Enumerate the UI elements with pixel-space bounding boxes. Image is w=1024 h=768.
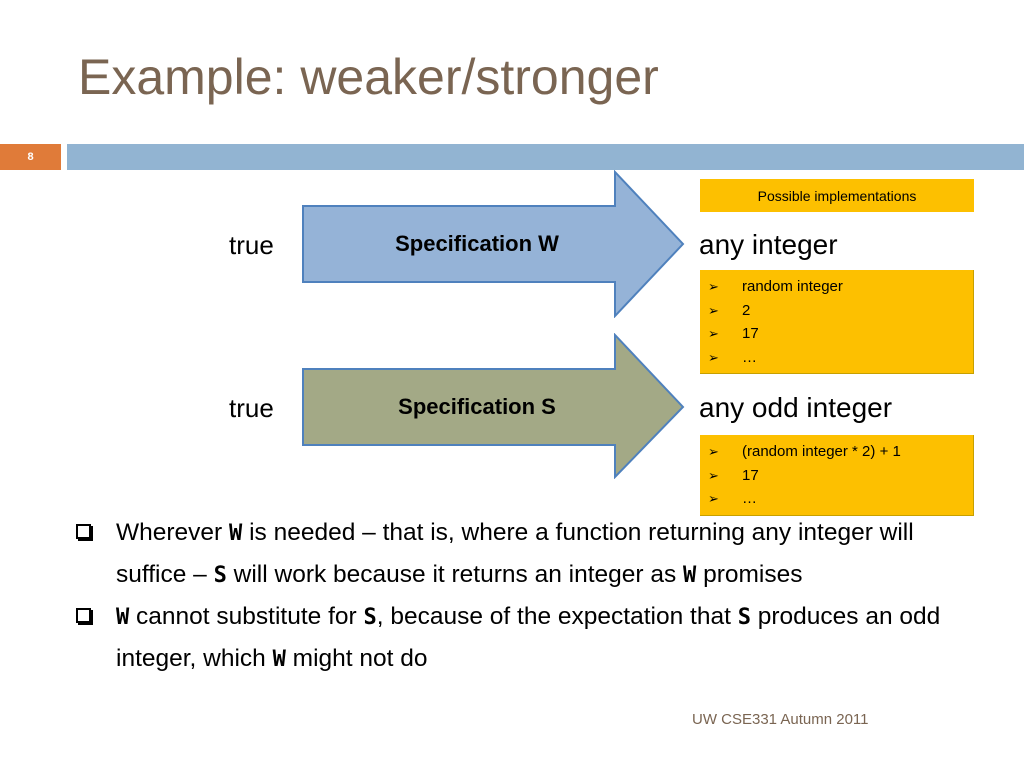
spec-w-precondition: true [229, 230, 274, 260]
list-item: ➢17 [700, 322, 973, 346]
list-item: ➢17 [700, 464, 973, 488]
list-item: ➢random integer [700, 275, 973, 299]
spec-s-label: Specification S [398, 394, 556, 419]
checkbox-bullet-icon [76, 524, 93, 541]
arrow-bullet-icon: ➢ [708, 302, 719, 318]
spec-s-implementations: ➢(random integer * 2) + 1 ➢17 ➢… [700, 435, 974, 516]
arrow-bullet-icon: ➢ [708, 326, 719, 341]
spec-w-postcondition: any integer [699, 229, 838, 260]
arrow-bullet-icon: ➢ [708, 444, 719, 459]
list-item: ➢2 [700, 299, 973, 323]
arrow-bullet-icon: ➢ [708, 279, 719, 294]
title-accent-bar [67, 144, 1024, 170]
spec-w-implementations: ➢random integer ➢2 ➢17 ➢… [700, 270, 974, 374]
bullet-w-substitution: Wherever W is needed – that is, where a … [72, 512, 952, 596]
spec-w-arrow [302, 170, 685, 318]
spec-s-precondition: true [229, 393, 274, 423]
arrow-bullet-icon: ➢ [708, 349, 719, 365]
slide-number: 8 [0, 144, 61, 170]
spec-w-label: Specification W [395, 231, 559, 256]
spec-s-postcondition: any odd integer [699, 392, 893, 423]
slide-title: Example: weaker/stronger [78, 49, 659, 105]
implementations-header: Possible implementations [700, 179, 974, 212]
arrow-bullet-icon: ➢ [708, 467, 719, 483]
spec-s-arrow [302, 333, 685, 479]
list-item: ➢(random integer * 2) + 1 [700, 440, 973, 464]
list-item: ➢… [700, 487, 973, 511]
explanation-bullets: Wherever W is needed – that is, where a … [72, 512, 952, 680]
checkbox-bullet-icon [76, 608, 93, 625]
arrow-bullet-icon: ➢ [708, 491, 719, 506]
list-item: ➢… [700, 346, 973, 370]
bullet-s-substitution: W cannot substitute for S, because of th… [72, 596, 952, 680]
slide-footer: UW CSE331 Autumn 2011 [692, 711, 869, 728]
